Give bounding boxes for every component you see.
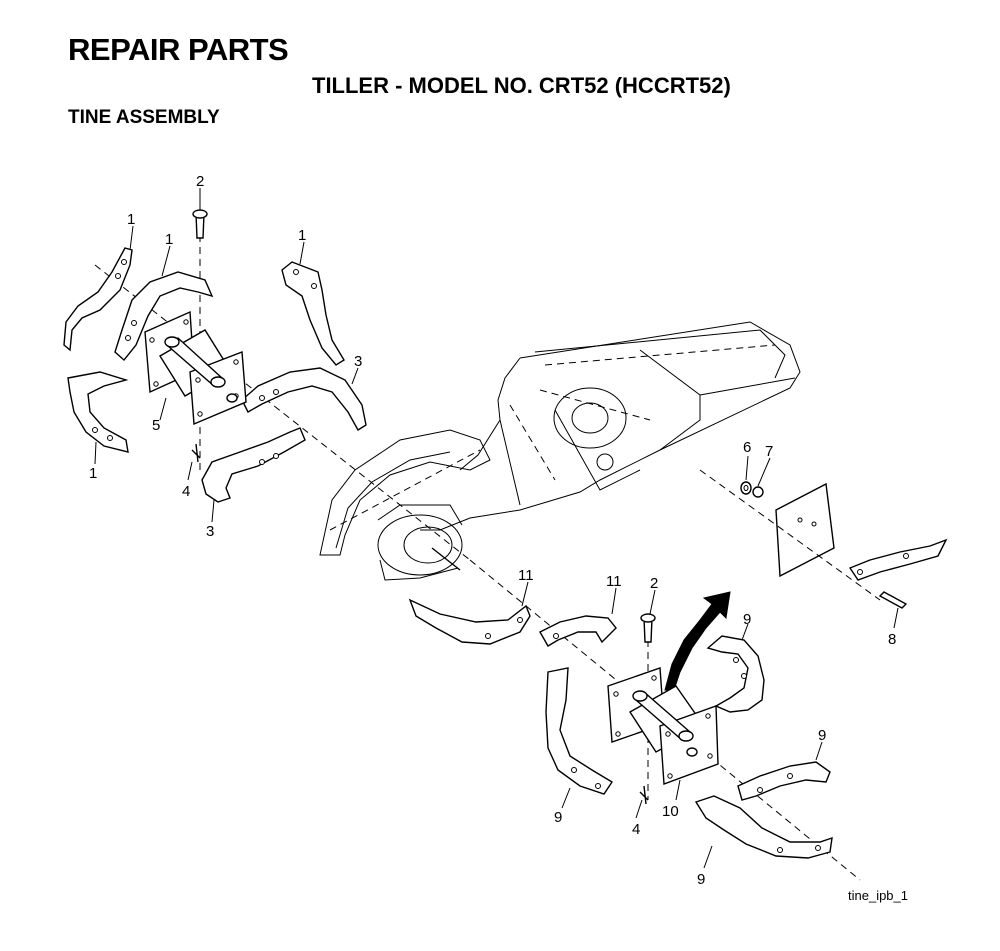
callout-9: 9 [697, 871, 705, 888]
callout-7: 7 [765, 443, 773, 460]
callout-11: 11 [606, 573, 622, 590]
callout-1: 1 [165, 231, 173, 248]
callout-4: 4 [182, 483, 190, 500]
callout-11: 11 [518, 567, 534, 584]
callout-8: 8 [888, 631, 896, 648]
figure-reference: tine_ipb_1 [848, 888, 908, 903]
section-heading: TINE ASSEMBLY [68, 107, 220, 128]
callout-3: 3 [354, 353, 362, 370]
callout-labels: 1 1 1 1 2 2 3 3 4 4 5 6 7 8 9 9 9 9 10 1… [89, 173, 896, 888]
callout-9: 9 [554, 809, 562, 826]
tiller-body [319, 321, 801, 581]
callout-1: 1 [127, 211, 135, 228]
leader-lines [94, 188, 899, 869]
callout-1: 1 [298, 227, 306, 244]
callout-2: 2 [196, 173, 204, 190]
callout-9: 9 [743, 611, 751, 628]
callout-10: 10 [662, 803, 679, 820]
callout-9: 9 [818, 727, 826, 744]
model-subtitle: TILLER - MODEL NO. CRT52 (HCCRT52) [312, 73, 731, 98]
callout-4: 4 [632, 821, 640, 838]
callout-6: 6 [743, 439, 751, 456]
callout-1: 1 [89, 465, 97, 482]
left-tine-assembly [63, 209, 367, 503]
right-tine-assembly [408, 591, 833, 859]
callout-3: 3 [206, 523, 214, 540]
callout-5: 5 [152, 417, 160, 434]
page-title: REPAIR PARTS [68, 32, 289, 67]
callout-2: 2 [650, 575, 658, 592]
hardware-detail [699, 469, 948, 609]
